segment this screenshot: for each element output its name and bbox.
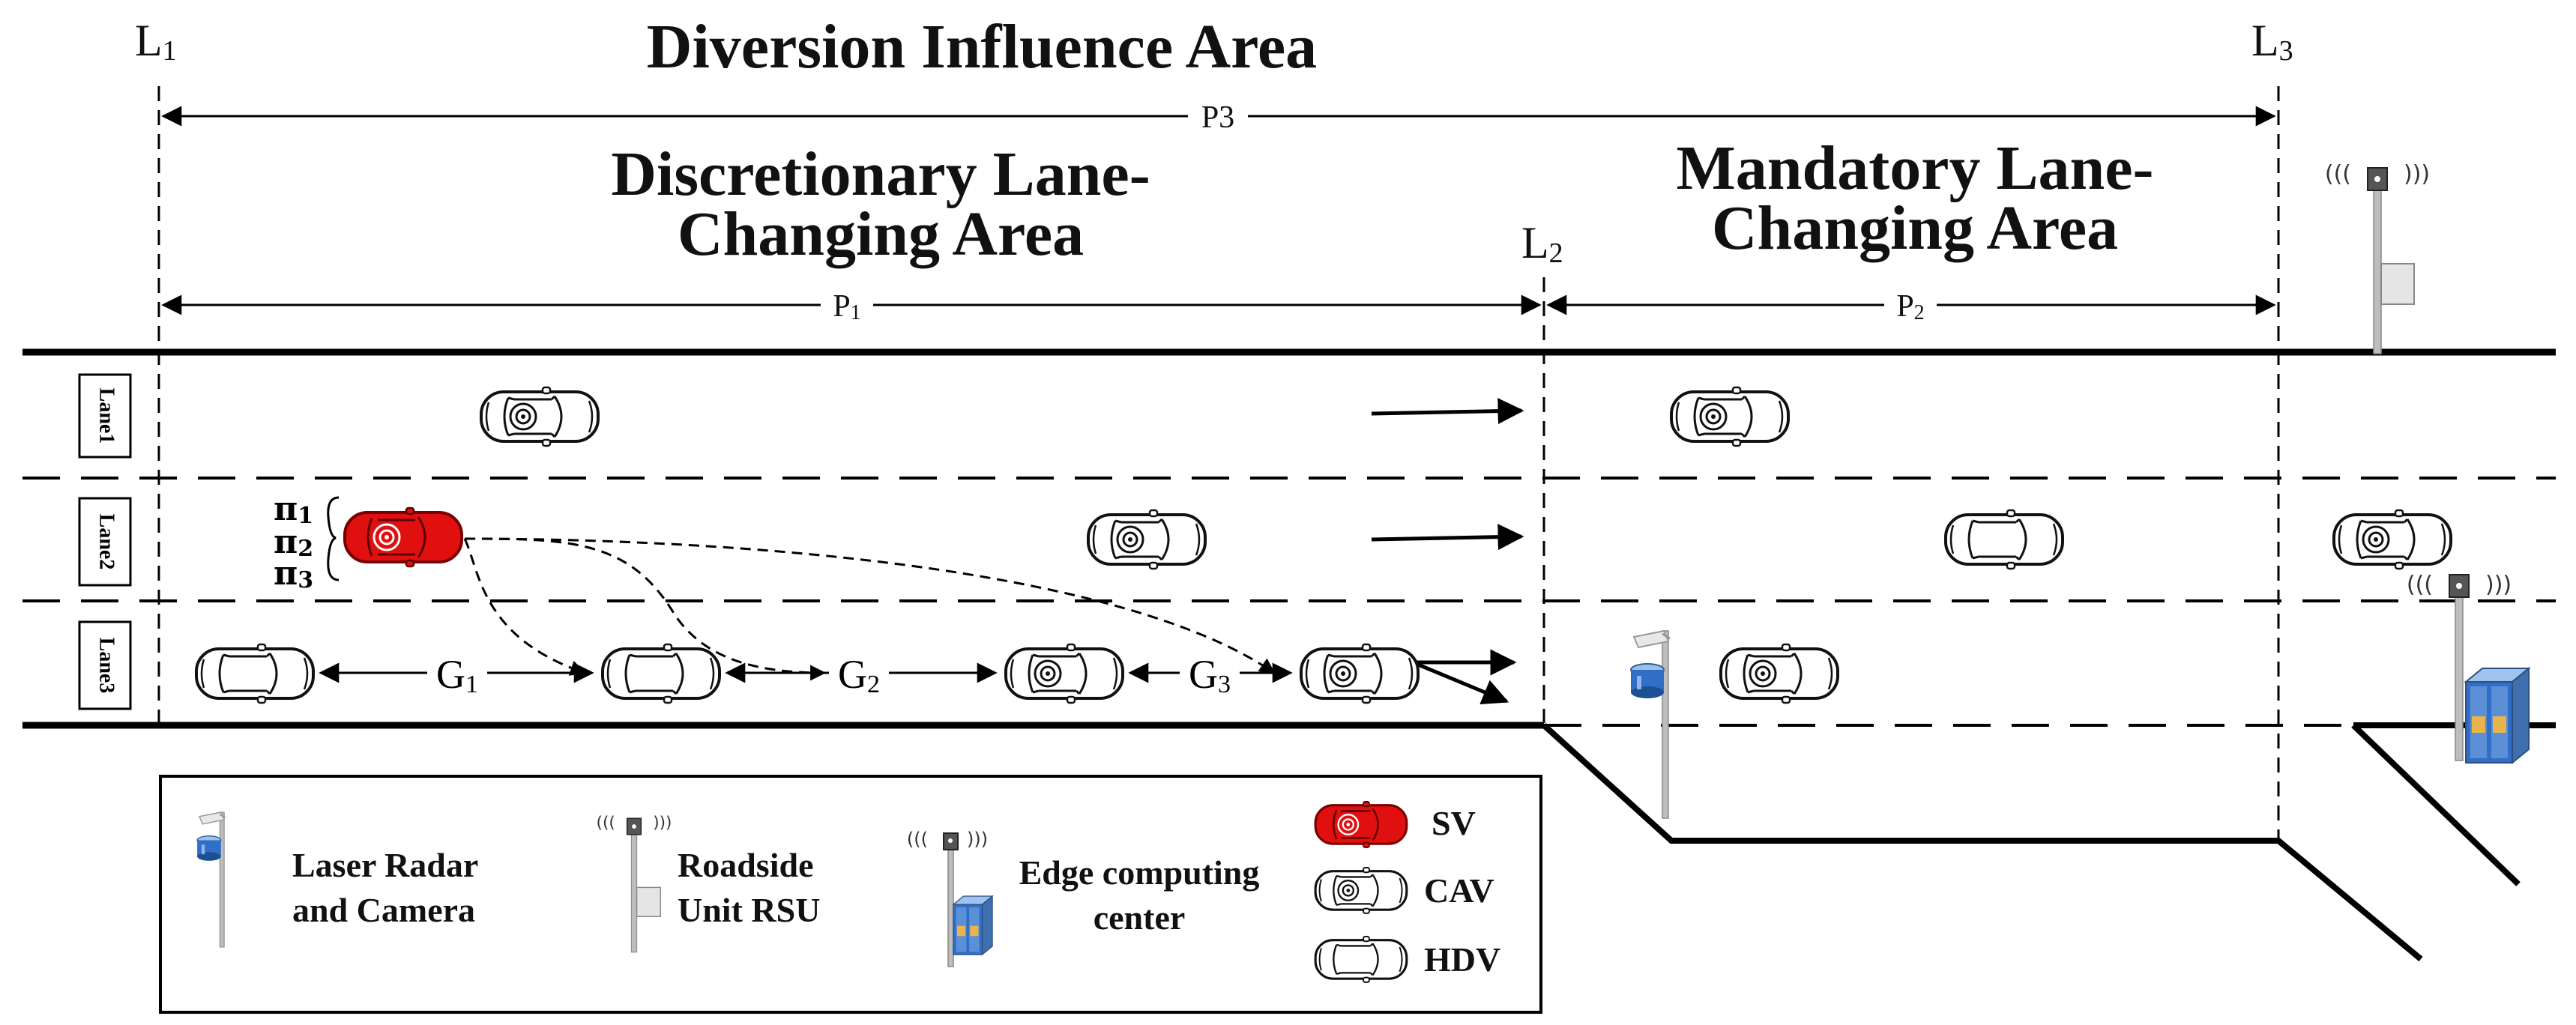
- svg-text:π2: π2: [274, 523, 313, 562]
- policy-labels: π1 π2 π3: [274, 490, 340, 593]
- svg-text:L2: L2: [1521, 218, 1563, 269]
- svg-text:HDV: HDV: [1424, 940, 1500, 979]
- svg-text:L1: L1: [135, 16, 177, 67]
- lane-label-1: Lane1: [78, 373, 132, 459]
- svg-text:G1: G1: [436, 652, 478, 698]
- lane-label-3: Lane3: [78, 620, 132, 710]
- span-p2: P2: [1546, 288, 2276, 324]
- cav-vehicle: [481, 387, 598, 446]
- hdv-vehicle: [195, 643, 315, 704]
- svg-text:Laser Radar: Laser Radar: [292, 846, 478, 884]
- cav-vehicle: [1006, 644, 1123, 703]
- svg-text:L3: L3: [2251, 16, 2293, 67]
- svg-text:CAV: CAV: [1424, 871, 1494, 910]
- svg-text:π3: π3: [274, 554, 313, 593]
- svg-text:Roadside: Roadside: [678, 846, 813, 884]
- trajectory-gap2: [464, 537, 827, 681]
- legend-hdv: HDV: [1314, 935, 1500, 984]
- svg-text:Discretionary Lane-: Discretionary Lane-: [611, 139, 1150, 209]
- span-p3: P3: [161, 99, 2276, 135]
- legend-sv: SV: [1314, 800, 1476, 849]
- svg-text:Edge computing: Edge computing: [1019, 853, 1260, 892]
- mandatory-area-title: Mandatory Lane- Changing Area: [1677, 133, 2154, 263]
- legend-laser: Laser Radar and Camera: [196, 811, 478, 949]
- svg-text:Lane2: Lane2: [95, 514, 118, 570]
- svg-text:P1: P1: [833, 289, 860, 324]
- legend-box: [159, 775, 1542, 1014]
- svg-text:Lane1: Lane1: [95, 388, 118, 444]
- trajectory-gap1: [463, 538, 586, 676]
- legend-cav: CAV: [1315, 868, 1494, 913]
- cav-vehicle: [2334, 510, 2451, 569]
- diagram-title: Diversion Influence Area: [647, 12, 1317, 82]
- svg-text:(((: (((: [2407, 572, 2433, 598]
- legend-rsu: Roadside Unit RSU: [595, 813, 820, 953]
- svg-text:SV: SV: [1432, 804, 1476, 842]
- legend: Laser Radar and Camera Roadside Unit RSU…: [159, 775, 1542, 1014]
- lane-label-2: Lane2: [78, 497, 132, 587]
- cav-vehicle: [1088, 510, 1205, 569]
- hdv-vehicle: [601, 643, 721, 704]
- svg-text:P2: P2: [1896, 289, 1924, 324]
- candidate-trajectories: [463, 537, 1276, 681]
- exit-arrow: [1412, 660, 1509, 705]
- cav-vehicle: [1301, 644, 1418, 703]
- svg-text:Lane3: Lane3: [95, 638, 118, 694]
- svg-text:Mandatory Lane-: Mandatory Lane-: [1677, 133, 2154, 203]
- sv-vehicle: [343, 507, 463, 568]
- gap-g1: G1: [319, 652, 594, 698]
- boundary-l3: L3: [2251, 16, 2293, 843]
- direction-arrow-lane1: [1371, 398, 1524, 425]
- boundary-l2: L2: [1521, 218, 1563, 723]
- gap-g3: G3: [1128, 652, 1293, 698]
- rsu-tower: [2323, 160, 2431, 354]
- svg-text:G2: G2: [838, 652, 880, 698]
- span-p1: P1: [161, 288, 1542, 324]
- svg-text:))): ))): [967, 829, 988, 850]
- svg-text:center: center: [1094, 898, 1186, 937]
- policy-brace: [327, 496, 340, 581]
- edge-computing-tower: ((( ))): [2407, 572, 2530, 764]
- svg-text:G3: G3: [1189, 652, 1231, 698]
- gap-g2: G2: [725, 652, 998, 698]
- legend-edge: ((( ))) Edge computing center: [907, 829, 1259, 967]
- svg-text:Changing Area: Changing Area: [1712, 193, 2118, 263]
- cav-vehicle: [1671, 387, 1788, 446]
- svg-text:))): ))): [2485, 572, 2512, 598]
- road: [22, 348, 2556, 962]
- svg-text:P3: P3: [1201, 100, 1234, 135]
- boundary-l1: L1: [135, 16, 177, 723]
- gore-edge-upper: [2351, 723, 2521, 886]
- svg-text:(((: (((: [907, 829, 928, 850]
- off-ramp-edge: [1542, 723, 2423, 962]
- direction-arrow-lane2: [1371, 524, 1524, 551]
- svg-text:Unit RSU: Unit RSU: [678, 891, 820, 929]
- svg-text:π1: π1: [274, 490, 313, 529]
- discretionary-area-title: Discretionary Lane- Changing Area: [611, 139, 1150, 269]
- svg-text:and Camera: and Camera: [292, 891, 475, 929]
- hdv-vehicle: [1944, 509, 2064, 570]
- cav-vehicle: [1721, 644, 1838, 703]
- svg-text:Changing Area: Changing Area: [678, 199, 1084, 269]
- trajectory-gap3: [464, 537, 1276, 674]
